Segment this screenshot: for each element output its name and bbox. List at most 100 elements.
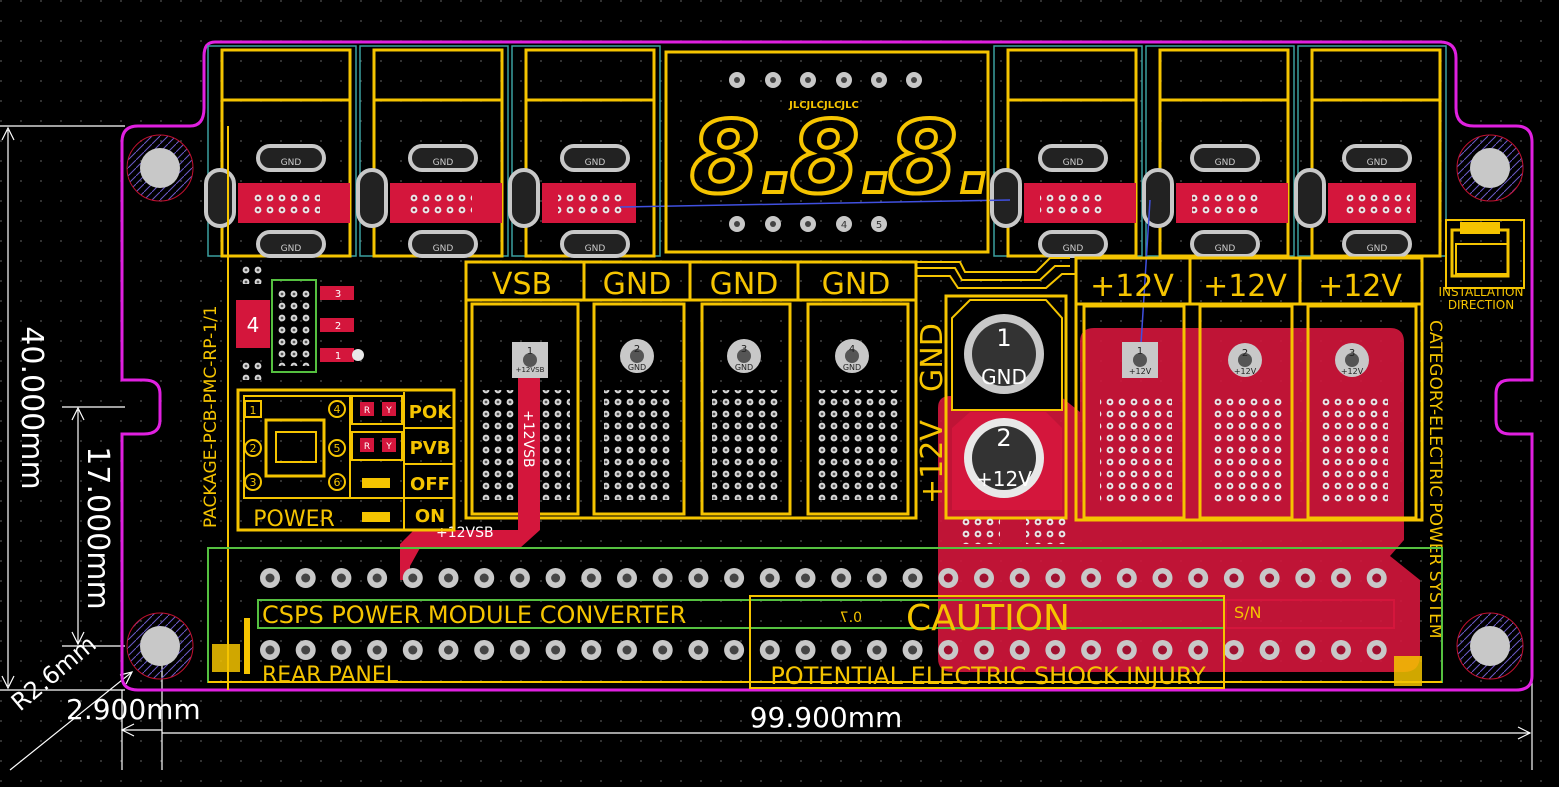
pad-row-top-pad-hole <box>372 573 382 583</box>
pad-row-bottom-pad-hole <box>765 645 775 655</box>
pad-row-bottom-pad-hole <box>586 645 596 655</box>
board-outline <box>120 40 1534 692</box>
capacitor-2-number: 2 <box>996 424 1011 452</box>
connector-1-pin-gnd-top: GND <box>281 158 302 168</box>
pad-row-bottom-pad-hole <box>1300 645 1310 655</box>
status-label-off: OFF <box>410 474 450 495</box>
led-1-letter-y: Y <box>385 406 392 416</box>
pad-row-top-pad-hole <box>943 573 953 583</box>
serial-box <box>1225 599 1395 629</box>
pad-row-bottom-pad-hole <box>1265 645 1275 655</box>
terminal-right-label-1: +12V <box>1090 269 1174 304</box>
connector-1-pin-gnd-bottom: GND <box>281 244 302 254</box>
display-pins-bottom: 4 5 <box>729 216 887 232</box>
capacitor-side-12v: +12V <box>915 420 950 504</box>
pad-row-top-pad-hole <box>1122 573 1132 583</box>
connector-6-pin-gnd-bottom: GND <box>1367 244 1388 254</box>
pad-row-bottom-pad-hole <box>444 645 453 655</box>
terminal-left-pad-4-num: 4 <box>849 344 855 355</box>
switch-pins <box>244 400 346 491</box>
installation-label-2: DIRECTION <box>1448 298 1514 312</box>
pad-row-top-pad-hole <box>515 573 525 583</box>
pad-row-bottom-pad-hole <box>979 645 989 655</box>
silk-marker <box>244 618 250 674</box>
pad-row-bottom-pad-hole <box>872 645 882 655</box>
header-block: 4 3 2 1 <box>236 264 364 380</box>
capacitor-1-label: GND <box>981 365 1027 389</box>
connector-6: GND GND <box>1294 45 1447 258</box>
terminal-left-cell-3: 3 GND <box>700 302 792 516</box>
caution-box <box>749 595 1225 689</box>
width-dimension: 99.900mm <box>750 701 903 734</box>
pad-row-top-pad-hole <box>301 573 311 583</box>
terminal-right-label-2: +12V <box>1203 269 1287 304</box>
display-brand: JLCJLCJLCJLC <box>788 100 859 111</box>
pad-row-top-pad-hole <box>622 573 632 583</box>
pad-row-bottom-pad-hole <box>1336 645 1346 655</box>
connector-2: GND GND <box>356 45 509 258</box>
capacitor-1-number: 1 <box>996 324 1011 352</box>
caution-title: CAUTION <box>906 598 1070 639</box>
switch-pin-5: 5 <box>334 442 341 455</box>
terminal-left-label-2: GND <box>603 267 672 302</box>
capacitor-side-gnd: GND <box>915 323 950 392</box>
header-pin-3: 3 <box>335 289 341 300</box>
fiducial-right <box>1394 656 1422 686</box>
connector-row: GND GND GND GND GND GND <box>204 45 1447 258</box>
edge-offset-dimension: 2.900mm <box>66 693 201 726</box>
pad-row-bottom-pad-hole <box>408 645 418 655</box>
pad-row-bottom-pad-hole <box>1158 645 1167 655</box>
dimension-lines <box>0 125 1533 771</box>
signal-traces <box>619 199 1151 361</box>
rear-panel-label: REAR PANEL <box>262 663 399 688</box>
switch-pin-4: 4 <box>334 403 341 416</box>
pad-row-bottom-pad-hole <box>551 645 561 655</box>
terminal-left-label-1: VSB <box>492 267 552 302</box>
pad-row-bottom <box>260 640 1387 660</box>
header-pin-2: 2 <box>335 321 341 332</box>
pad-row-top-pad-hole <box>1158 573 1167 583</box>
power-title: POWER <box>253 507 335 532</box>
pad-row-top-pad-hole <box>551 573 561 583</box>
terminal-right-pad-2-num: 2 <box>1242 348 1248 359</box>
terminal-left-pad-1-num: 1 <box>527 346 533 357</box>
mounting-holes <box>126 134 1524 680</box>
pad-row-top-pad-hole <box>479 573 489 583</box>
terminal-left-pad-3-num: 3 <box>741 344 747 355</box>
display-digit-1: 8. <box>690 99 798 216</box>
connector-2-pin-gnd-top: GND <box>433 158 454 168</box>
capacitor-2-label: +12V <box>976 467 1032 491</box>
silk-traces <box>916 257 1075 289</box>
terminal-right-cell-3: 3 +12V <box>1306 304 1418 520</box>
terminal-right-pad-3-num: 3 <box>1349 348 1355 359</box>
connector-5-pin-gnd-bottom: GND <box>1215 244 1236 254</box>
terminal-right-cell-1: 1 +12V <box>1082 304 1186 520</box>
terminal-left-pad-3-label: GND <box>735 363 753 372</box>
display-pins-top <box>729 72 922 88</box>
pad-row-bottom-pad-hole <box>265 645 275 655</box>
pad-row-top-pad-hole <box>1229 573 1239 583</box>
pad-row-top-pad-hole <box>408 573 418 583</box>
connector-5: GND GND <box>1142 45 1295 258</box>
connector-3-pin-gnd-top: GND <box>585 158 606 168</box>
status-label-on: ON <box>415 506 445 527</box>
header-pin-1: 1 <box>335 351 341 362</box>
pad-row-top-pad-hole <box>1086 573 1096 583</box>
fiducial-left <box>212 644 240 672</box>
switch-pin-3: 3 <box>250 476 257 489</box>
pad-row-bottom-pad-hole <box>836 645 846 655</box>
terminal-right-pad-2-label: +12V <box>1234 367 1257 376</box>
vsb-trace-label-bottom: +12VSB <box>436 525 494 541</box>
pad-row-top-pad-hole <box>1300 573 1310 583</box>
terminal-left-pad-1-label: +12VSB <box>516 366 545 374</box>
connector-3: GND GND <box>508 45 661 258</box>
pad-row-bottom-pad-hole <box>1050 645 1060 655</box>
package-label: PACKAGE-PCB-PMC-RP-1/1 <box>201 305 221 528</box>
pad-row-bottom-pad-hole <box>479 645 489 655</box>
connector-5-pin-gnd-top: GND <box>1215 158 1236 168</box>
terminal-left-cell-4: 4 GND <box>806 302 910 516</box>
pad-row-top-pad-hole <box>444 573 453 583</box>
pad-row-top-pad-hole <box>729 573 739 583</box>
